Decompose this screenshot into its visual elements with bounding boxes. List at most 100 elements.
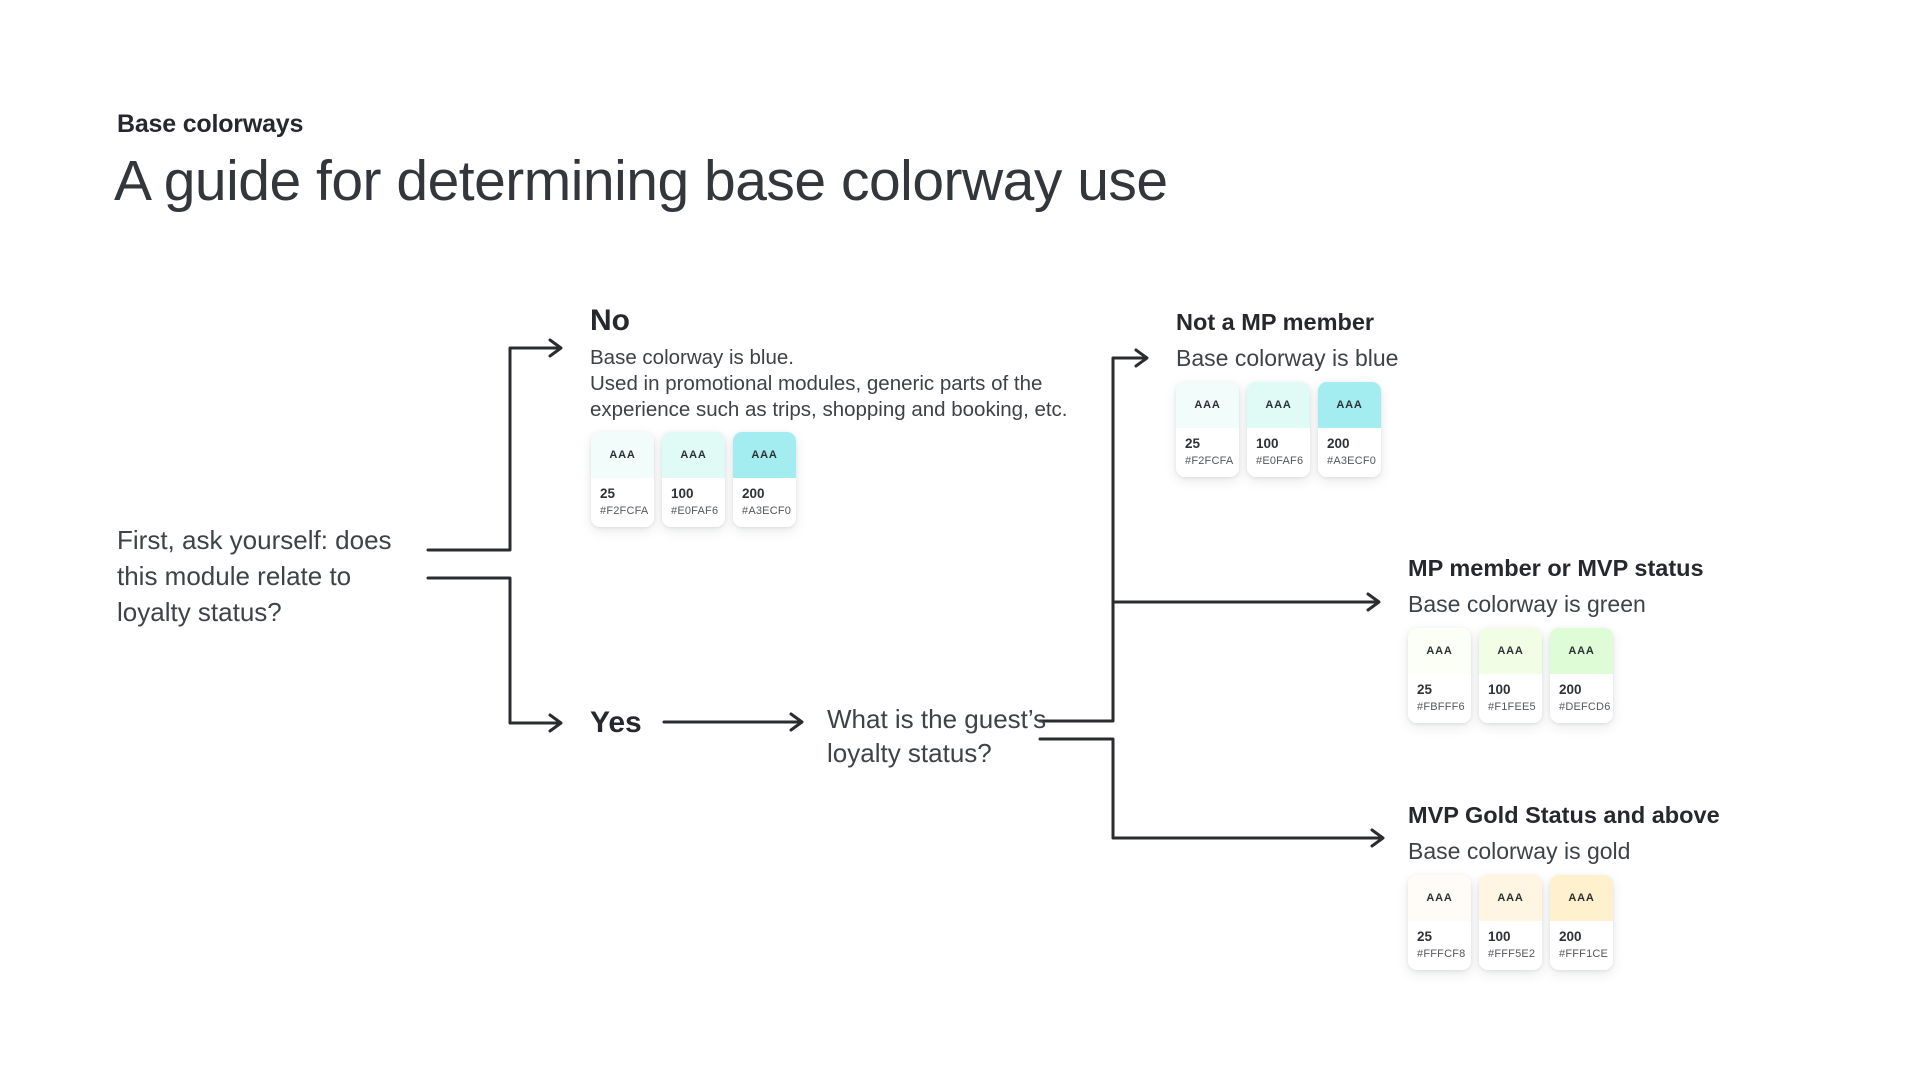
arrowhead-question bbox=[789, 712, 804, 732]
swatch-weight: 100 bbox=[1256, 436, 1279, 451]
outcome-subtitle: Base colorway is gold bbox=[1408, 838, 1631, 864]
swatch-color-chip: AAA bbox=[1550, 628, 1613, 674]
swatch-color-chip: AAA bbox=[662, 432, 725, 478]
swatch-group-green: AAA 25 #FBFFF6 AAA 100 #F1FEE5 AAA 200 #DEFCD6 bbox=[1408, 628, 1704, 723]
connector-root-to-no bbox=[426, 346, 560, 552]
swatch-hex: #F1FEE5 bbox=[1488, 701, 1536, 713]
arrowhead-mvp-gold bbox=[1370, 828, 1385, 848]
outcome-title: Not a MP member bbox=[1176, 309, 1375, 335]
swatch-hex: #A3ECF0 bbox=[1327, 455, 1377, 467]
swatch-contrast-label: AAA bbox=[1426, 892, 1453, 904]
swatch-hex: #F2FCFA bbox=[600, 505, 649, 517]
outcome-mvp-gold-and-above: MVP Gold Status and above Base colorway … bbox=[1408, 800, 1720, 970]
page-title: A guide for determining base colorway us… bbox=[114, 149, 1168, 213]
swatch-meta: 200 #A3ECF0 bbox=[733, 478, 796, 527]
swatch-meta: 25 #FBFFF6 bbox=[1408, 674, 1471, 723]
swatch-hex: #F2FCFA bbox=[1185, 455, 1234, 467]
arrowhead-yes bbox=[548, 713, 563, 733]
swatch-meta: 100 #E0FAF6 bbox=[1247, 428, 1310, 477]
root-question: First, ask yourself: does this module re… bbox=[117, 525, 392, 627]
swatch-contrast-label: AAA bbox=[1497, 892, 1524, 904]
swatch-card: AAA 100 #FFF5E2 bbox=[1479, 875, 1542, 970]
arrowhead-not-mp bbox=[1134, 348, 1149, 368]
swatch-meta: 100 #FFF5E2 bbox=[1479, 921, 1542, 970]
swatch-card: AAA 25 #F2FCFA bbox=[591, 432, 654, 527]
branch-no-label: No bbox=[590, 304, 630, 337]
swatch-hex: #FFFCF8 bbox=[1417, 948, 1466, 960]
page-eyebrow: Base colorways bbox=[117, 110, 304, 138]
swatch-meta: 25 #F2FCFA bbox=[1176, 428, 1239, 477]
swatch-contrast-label: AAA bbox=[1194, 399, 1221, 411]
arrowhead-no bbox=[548, 338, 563, 358]
outcome-not-mp-member: Not a MP member Base colorway is blue AA… bbox=[1176, 307, 1398, 477]
swatch-card: AAA 200 #A3ECF0 bbox=[1318, 382, 1381, 477]
branch-yes-label: Yes bbox=[590, 706, 642, 739]
swatch-group-blue: AAA 25 #F2FCFA AAA 100 #E0FAF6 AAA 200 #A3ECF0 bbox=[1176, 382, 1398, 477]
swatch-weight: 25 bbox=[600, 486, 616, 501]
swatch-card: AAA 200 #A3ECF0 bbox=[733, 432, 796, 527]
loyalty-status-question: What is the guest’s loyalty status? bbox=[827, 704, 1047, 768]
swatch-hex: #DEFCD6 bbox=[1559, 701, 1611, 713]
swatch-hex: #A3ECF0 bbox=[742, 505, 792, 517]
swatch-contrast-label: AAA bbox=[609, 449, 636, 461]
swatch-meta: 100 #E0FAF6 bbox=[662, 478, 725, 527]
outcome-mp-member-or-mvp: MP member or MVP status Base colorway is… bbox=[1408, 553, 1704, 723]
swatch-color-chip: AAA bbox=[1176, 382, 1239, 428]
swatch-contrast-label: AAA bbox=[1426, 645, 1453, 657]
outcome-subtitle: Base colorway is green bbox=[1408, 591, 1646, 617]
swatch-hex: #FFF5E2 bbox=[1488, 948, 1536, 960]
swatch-card: AAA 100 #F1FEE5 bbox=[1479, 628, 1542, 723]
swatch-color-chip: AAA bbox=[1408, 628, 1471, 674]
swatch-contrast-label: AAA bbox=[1568, 645, 1595, 657]
swatch-weight: 100 bbox=[1488, 682, 1511, 697]
swatch-contrast-label: AAA bbox=[1336, 399, 1363, 411]
swatch-color-chip: AAA bbox=[1550, 875, 1613, 921]
connector-question-to-mvp-gold bbox=[1038, 737, 1382, 840]
swatch-hex: #E0FAF6 bbox=[671, 505, 719, 517]
swatch-card: AAA 25 #FBFFF6 bbox=[1408, 628, 1471, 723]
swatch-card: AAA 200 #FFF1CE bbox=[1550, 875, 1613, 970]
arrowhead-mp-mvp bbox=[1366, 592, 1381, 612]
swatch-meta: 25 #FFFCF8 bbox=[1408, 921, 1471, 970]
swatch-color-chip: AAA bbox=[1247, 382, 1310, 428]
swatch-contrast-label: AAA bbox=[1568, 892, 1595, 904]
swatch-card: AAA 25 #F2FCFA bbox=[1176, 382, 1239, 477]
swatch-group-blue-no: AAA 25 #F2FCFA AAA 100 #E0FAF6 AAA 200 #A3ECF0 bbox=[591, 432, 796, 527]
swatch-color-chip: AAA bbox=[1479, 875, 1542, 921]
outcome-subtitle: Base colorway is blue bbox=[1176, 345, 1399, 371]
swatch-contrast-label: AAA bbox=[751, 449, 778, 461]
branch-no-description: Base colorway is blue. Used in promotion… bbox=[590, 346, 1068, 421]
swatch-color-chip: AAA bbox=[591, 432, 654, 478]
swatch-card: AAA 100 #E0FAF6 bbox=[1247, 382, 1310, 477]
swatch-color-chip: AAA bbox=[1408, 875, 1471, 921]
swatch-weight: 200 bbox=[1327, 436, 1350, 451]
swatch-color-chip: AAA bbox=[1479, 628, 1542, 674]
outcome-title: MVP Gold Status and above bbox=[1408, 802, 1720, 828]
swatch-meta: 200 #A3ECF0 bbox=[1318, 428, 1381, 477]
swatch-hex: #E0FAF6 bbox=[1256, 455, 1304, 467]
swatch-weight: 200 bbox=[1559, 682, 1582, 697]
swatch-meta: 100 #F1FEE5 bbox=[1479, 674, 1542, 723]
swatch-meta: 200 #FFF1CE bbox=[1550, 921, 1613, 970]
swatch-hex: #FBFFF6 bbox=[1417, 701, 1465, 713]
swatch-meta: 200 #DEFCD6 bbox=[1550, 674, 1613, 723]
swatch-weight: 100 bbox=[671, 486, 694, 501]
swatch-contrast-label: AAA bbox=[680, 449, 707, 461]
swatch-weight: 25 bbox=[1185, 436, 1201, 451]
swatch-group-gold: AAA 25 #FFFCF8 AAA 100 #FFF5E2 AAA 200 #FFF1CE bbox=[1408, 875, 1720, 970]
swatch-weight: 200 bbox=[742, 486, 765, 501]
swatch-meta: 25 #F2FCFA bbox=[591, 478, 654, 527]
swatch-color-chip: AAA bbox=[1318, 382, 1381, 428]
outcome-title: MP member or MVP status bbox=[1408, 555, 1704, 581]
swatch-card: AAA 25 #FFFCF8 bbox=[1408, 875, 1471, 970]
swatch-card: AAA 100 #E0FAF6 bbox=[662, 432, 725, 527]
swatch-weight: 25 bbox=[1417, 929, 1433, 944]
swatch-color-chip: AAA bbox=[733, 432, 796, 478]
swatch-card: AAA 200 #DEFCD6 bbox=[1550, 628, 1613, 723]
swatch-weight: 200 bbox=[1559, 929, 1582, 944]
swatch-weight: 100 bbox=[1488, 929, 1511, 944]
connector-root-to-yes bbox=[426, 576, 560, 725]
swatch-hex: #FFF1CE bbox=[1559, 948, 1609, 960]
swatch-weight: 25 bbox=[1417, 682, 1433, 697]
